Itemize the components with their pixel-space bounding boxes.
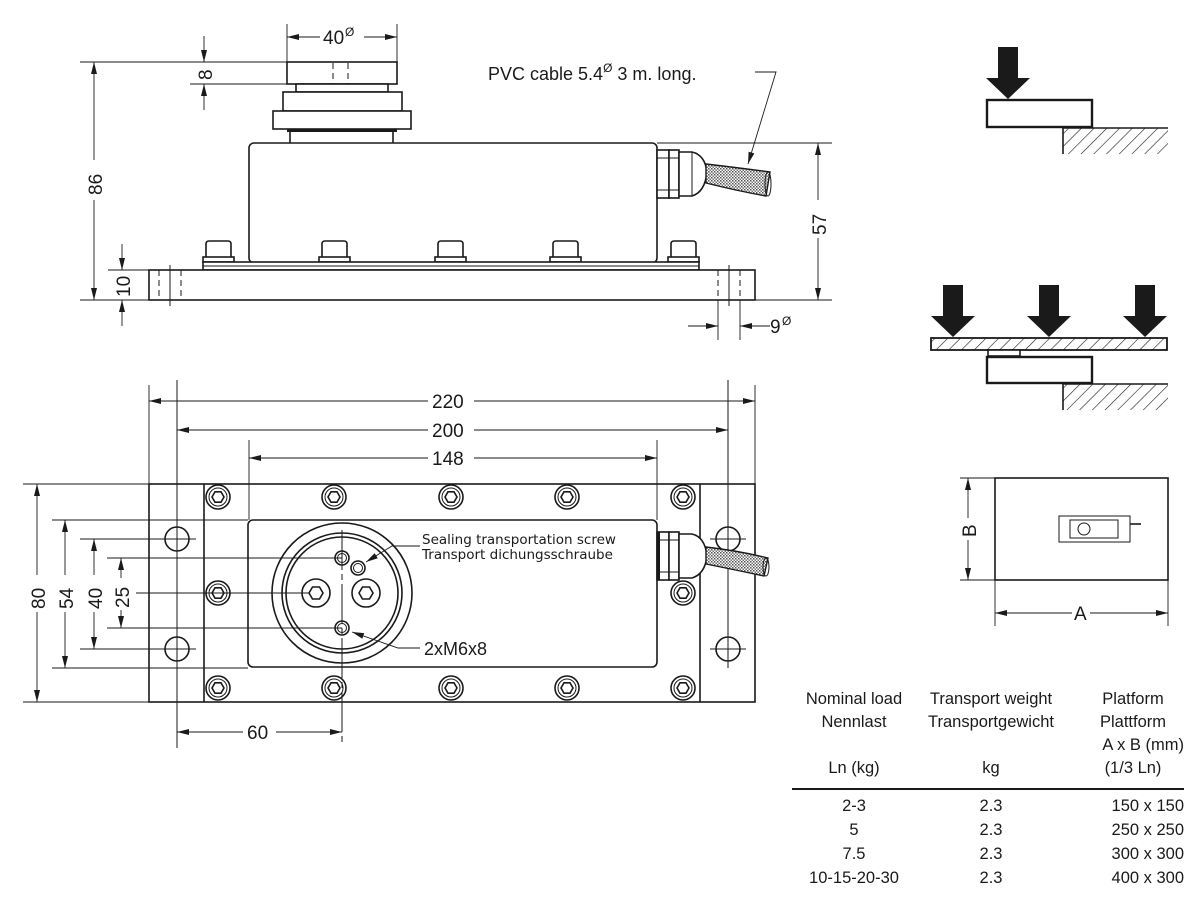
header-line: Platform	[1102, 690, 1164, 708]
table-row: 2-3 2.3 150 x 150	[792, 794, 1184, 818]
table-row: 5 2.3 250 x 250	[792, 818, 1184, 842]
diameter-symbol: Ø	[782, 314, 791, 328]
load-arrow-icon	[1027, 285, 1071, 337]
cell-transport-weight: 2.3	[979, 869, 1003, 887]
header-line: Transport weight	[929, 690, 1053, 708]
load-arrow-icon	[931, 285, 975, 337]
cell-nominal-load: 10-15-20-30	[809, 869, 899, 887]
cable-gland-plan	[656, 531, 708, 581]
cable-note: PVC cable 5.4Ø 3 m. long.	[488, 61, 696, 84]
load-diagram-single	[985, 47, 1168, 154]
platform-size-diagram: B A	[960, 477, 1169, 626]
dim-center-offset: 60	[247, 723, 268, 744]
note-sealing-de: Transport dichungsschraube	[421, 547, 613, 563]
header-line	[792, 734, 916, 757]
spec-table: Nominal load Nennlast Ln (kg) Transport …	[792, 688, 1184, 890]
hex-bolt-icon	[670, 580, 696, 606]
hex-bolt-icon	[321, 484, 347, 510]
cell-platform: 150 x 150	[1111, 797, 1184, 815]
side-view: 40 Ø 8 86 10 57 9 Ø PVC cable 5.4Ø 3	[80, 24, 832, 340]
collar	[282, 91, 403, 112]
cell-transport-weight: 2.3	[979, 797, 1003, 815]
hex-bolt-icon	[205, 484, 231, 510]
header-line: Nennlast	[821, 713, 887, 731]
note-threads: 2xM6x8	[424, 639, 487, 659]
label-b: B	[960, 524, 981, 537]
dim-overall-length: 220	[432, 392, 464, 413]
header-nominal-load: Nominal load Nennlast Ln (kg)	[792, 688, 916, 780]
header-line: A x B (mm)	[1102, 736, 1184, 754]
dim-top-height: 8	[196, 69, 217, 80]
note-sealing-en: Sealing transportation screw	[422, 532, 616, 548]
hex-bolt-icon	[554, 484, 580, 510]
hex-bolt-icon	[321, 675, 347, 701]
hex-bolt-icon	[438, 484, 464, 510]
dim-body-width: 54	[57, 587, 78, 609]
header-transport-weight: Transport weight Transportgewicht kg	[916, 688, 1066, 780]
cell-nominal-load: 2-3	[842, 797, 866, 815]
table-row: 7.5 2.3 300 x 300	[792, 842, 1184, 866]
housing-top	[247, 519, 658, 668]
spec-table-header: Nominal load Nennlast Ln (kg) Transport …	[792, 688, 1184, 790]
dim-body-height: 57	[810, 214, 831, 235]
label-a: A	[1074, 604, 1087, 625]
dim-thread-spacing: 25	[113, 587, 134, 608]
base-bolts	[202, 240, 700, 263]
table-row: 10-15-20-30 2.3 400 x 300	[792, 866, 1184, 890]
pvc-cable-plan	[705, 546, 769, 577]
cell-platform: 250 x 250	[1111, 821, 1184, 839]
load-arrow-icon	[986, 47, 1030, 99]
pvc-cable	[705, 163, 771, 197]
header-line	[916, 734, 1066, 757]
cable-gland	[656, 149, 708, 199]
diameter-symbol: Ø	[345, 25, 354, 39]
dim-base-height: 10	[114, 276, 135, 297]
dim-total-height: 86	[86, 174, 107, 195]
dim-hole-spacing-width: 40	[86, 588, 107, 609]
cell-transport-weight: 2.3	[979, 845, 1003, 863]
base-plate	[148, 269, 756, 301]
load-diagram-platform	[930, 285, 1168, 410]
header-line: (1/3 Ln)	[1104, 759, 1162, 777]
plan-view: 220 200 148 60 80 54 40 25	[23, 380, 770, 748]
header-line: Transportgewicht	[928, 713, 1054, 731]
load-arrow-icon	[1123, 285, 1167, 337]
dim-body-length: 148	[432, 449, 464, 470]
cell-nominal-load: 7.5	[842, 845, 866, 863]
hex-bolt-icon	[670, 675, 696, 701]
dim-overall-width: 80	[29, 588, 50, 609]
dim-top-diameter: 40	[323, 28, 344, 49]
cell-platform: 400 x 300	[1111, 869, 1184, 887]
flange	[272, 110, 412, 130]
header-line: kg	[982, 759, 1000, 777]
dim-hole-diameter: 9	[770, 317, 781, 338]
sealing-screw	[350, 560, 366, 576]
hex-bolts	[205, 484, 696, 701]
cell-transport-weight: 2.3	[979, 821, 1003, 839]
cell-nominal-load: 5	[849, 821, 859, 839]
header-platform: Platform Plattform A x B (mm) (1/3 Ln)	[1066, 688, 1184, 780]
cell-platform: 300 x 300	[1111, 845, 1184, 863]
top-disc	[286, 61, 398, 85]
hex-bolt-icon	[205, 675, 231, 701]
hex-bolt-icon	[438, 675, 464, 701]
hex-bolt-icon	[670, 484, 696, 510]
hex-bolt-icon	[554, 675, 580, 701]
header-line: Plattform	[1099, 713, 1167, 731]
neck-ring	[295, 83, 389, 93]
header-line: Nominal load	[805, 690, 903, 708]
dim-hole-spacing-length: 200	[432, 421, 464, 442]
header-line: Ln (kg)	[828, 759, 880, 777]
